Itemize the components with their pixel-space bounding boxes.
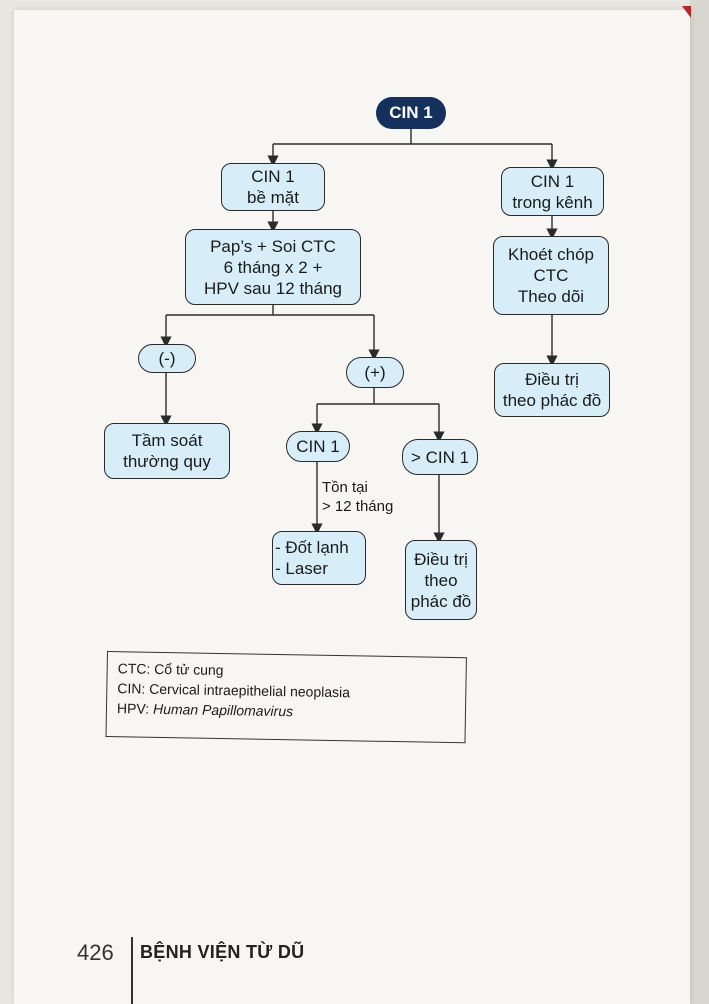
node-cin1-sub: CIN 1 — [286, 431, 350, 462]
node-cin1-surface: CIN 1 bề mặt — [221, 163, 325, 211]
page-number: 426 — [77, 940, 114, 965]
abbreviation-legend: CTC: Cổ tử cung CIN: Cervical intraepith… — [105, 651, 467, 744]
node-cin1-canal: CIN 1 trong kênh — [501, 167, 604, 216]
bookmark-corner — [682, 6, 691, 18]
edge-label-persistence: Tồn tại > 12 tháng — [322, 479, 394, 515]
footer-divider — [131, 937, 133, 1004]
node-conization: Khoét chóp CTC Theo dõi — [493, 236, 609, 315]
node-paps-followup: Pap’s + Soi CTC 6 tháng x 2 + HPV sau 12… — [185, 229, 361, 305]
node-negative: (-) — [138, 344, 196, 373]
node-positive: (+) — [346, 357, 404, 388]
node-greater-than-cin1: > CIN 1 — [402, 439, 478, 475]
page-edge — [690, 0, 709, 1004]
node-treat-per-protocol-bottom: Điều trị theo phác đồ — [405, 540, 477, 620]
node-cryo-laser: - Đốt lạnh - Laser — [272, 531, 366, 585]
root-node-cin1: CIN 1 — [376, 97, 446, 129]
footer-book-title: BỆNH VIỆN TỪ DŨ — [140, 942, 305, 962]
node-treat-per-protocol-right: Điều trị theo phác đồ — [494, 363, 610, 417]
node-routine-screening: Tầm soát thường quy — [104, 423, 230, 479]
